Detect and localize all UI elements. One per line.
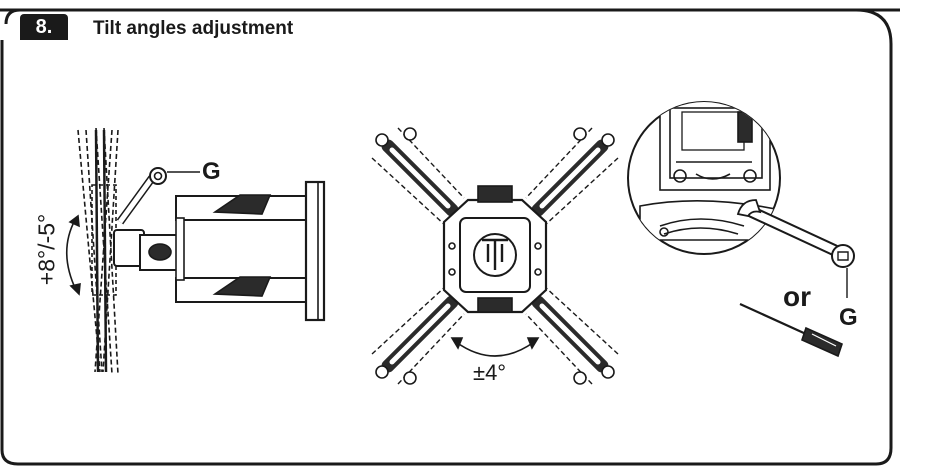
tool-label-g-top: G bbox=[202, 158, 221, 185]
front-view-mount bbox=[371, 127, 619, 385]
screwdriver-icon bbox=[739, 302, 843, 358]
tool-label-g-bottom: G bbox=[839, 304, 858, 331]
wrench-icon bbox=[736, 199, 855, 268]
side-view-mount bbox=[66, 127, 326, 375]
or-label: or bbox=[783, 281, 811, 312]
tilt-angle-label: +8°/-5° bbox=[33, 213, 60, 286]
detail-zoom bbox=[627, 101, 855, 358]
rotation-angle-label: ±4° bbox=[473, 360, 507, 385]
step-number-badge: 8. bbox=[20, 14, 68, 40]
step-title: Tilt angles adjustment bbox=[93, 18, 294, 39]
